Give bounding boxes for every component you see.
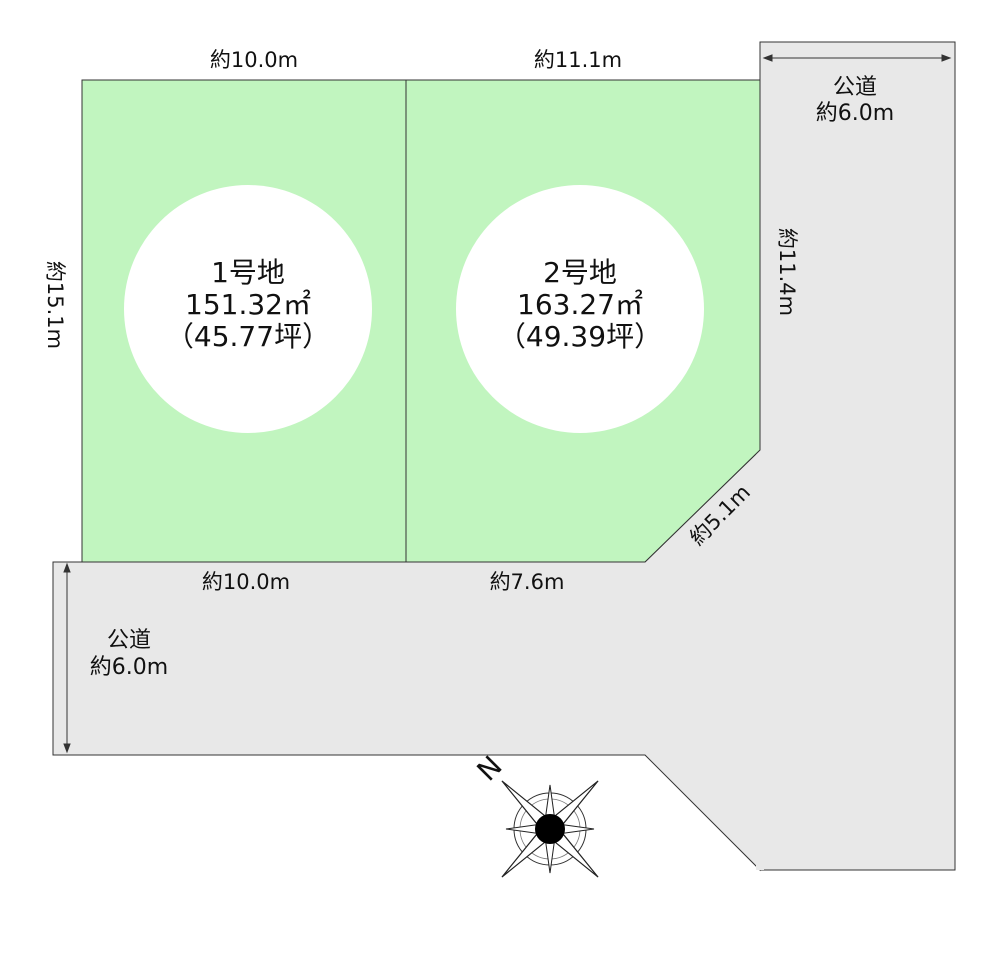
dim-lot1-left: 約15.1m [43, 261, 67, 349]
lot-2-area: 163.27㎡ [517, 288, 643, 321]
lot-2-tsubo: （49.39坪） [498, 320, 662, 353]
road-east-width-arrow [762, 54, 952, 62]
dim-lot1-bottom: 約10.0m [202, 570, 290, 594]
road-east-name: 公道 [833, 75, 877, 100]
road-east [759, 41, 956, 871]
road-south-width-arrow [63, 562, 71, 754]
lot-1-area: 151.32㎡ [185, 288, 311, 321]
dim-lot1-top: 約10.0m [210, 48, 298, 72]
lot-1-name: 1号地 [211, 256, 285, 289]
dim-lot2-top: 約11.1m [534, 48, 622, 72]
dim-lot2-bottom: 約7.6m [490, 570, 565, 594]
road-east-width: 約6.0m [816, 101, 894, 126]
road-south-name: 公道 [107, 628, 151, 653]
road-join [756, 440, 764, 870]
compass-rose-icon: N [470, 749, 599, 878]
road-south-width: 約6.0m [90, 655, 168, 680]
dim-lot2-right: 約11.4m [775, 228, 799, 316]
lot-1-tsubo: （45.77坪） [166, 320, 330, 353]
lot-2-badge [456, 185, 704, 433]
lot-1-badge [124, 185, 372, 433]
lot-2-name: 2号地 [543, 256, 617, 289]
